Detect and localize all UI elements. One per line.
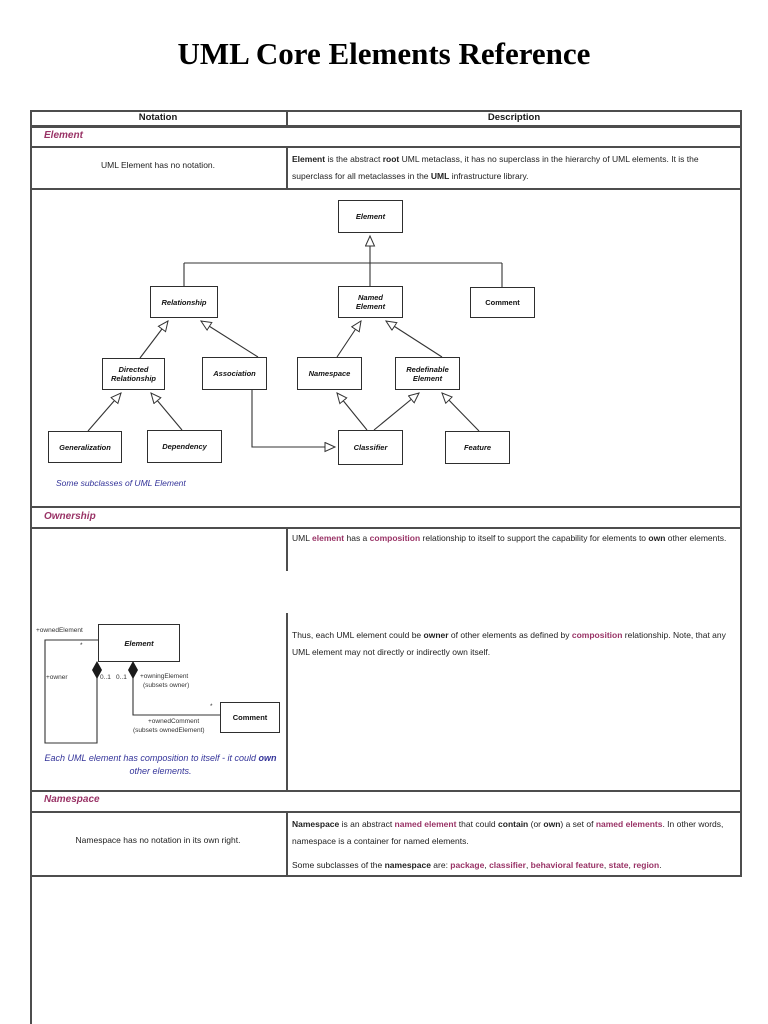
column-divider-ownership-text — [286, 527, 288, 571]
label-mult-owning: 0..1 — [116, 674, 127, 681]
label-star-owned: * — [80, 642, 83, 649]
column-divider-header — [286, 110, 288, 127]
hierarchy-diagram-caption: Some subclasses of UML Element — [56, 478, 186, 488]
element-hierarchy-diagram: Element Relationship Named Element Comme… — [30, 190, 742, 507]
uml-box-directed-relationship: Directed Relationship — [102, 358, 165, 390]
uml-box-association: Association — [202, 357, 267, 390]
ownership-section-border — [30, 527, 742, 529]
namespace-top-border — [30, 790, 742, 792]
uml-box-element: Element — [338, 200, 403, 233]
ownership-box-element: Element — [98, 624, 180, 662]
section-header-element: Element — [44, 130, 83, 141]
namespace-notation-cell: Namespace has no notation in its own rig… — [75, 835, 241, 845]
element-notation-cell: UML Element has no notation. — [100, 160, 216, 170]
element-description-cell: Element is the abstract root UML metacla… — [292, 154, 699, 181]
composition-diagram-caption: Each UML element has composition to itse… — [44, 753, 277, 776]
uml-box-generalization: Generalization — [48, 431, 122, 463]
namespace-subclasses-paragraph: Some subclasses of the namespace are: pa… — [292, 860, 662, 870]
column-header-description: Description — [487, 112, 541, 123]
hierarchy-diagram-connectors — [87, 190, 503, 490]
uml-box-redefinable-element: Redefinable Element — [395, 357, 460, 390]
section-header-namespace: Namespace — [44, 794, 100, 805]
uml-box-dependency: Dependency — [147, 430, 222, 463]
header-row-border — [30, 125, 742, 128]
diagram-row-border — [30, 506, 742, 508]
label-owner: +owner — [46, 674, 68, 681]
page-title: UML Core Elements Reference — [177, 36, 591, 71]
uml-box-named-element: Named Element — [338, 286, 403, 318]
uml-box-classifier: Classifier — [338, 430, 403, 465]
element-section-border — [30, 146, 742, 148]
label-owning-element: +owningElement — [140, 673, 189, 680]
uml-box-feature: Feature — [445, 431, 510, 464]
uml-box-comment: Comment — [470, 287, 535, 318]
column-divider-namespace-row — [286, 811, 288, 875]
composition-diagram-connectors — [44, 639, 220, 744]
column-header-notation: Notation — [138, 112, 178, 123]
ownership-box-comment: Comment — [220, 702, 280, 733]
ownership-description-cell: UML element has a composition relationsh… — [292, 533, 727, 543]
label-owned-comment: +ownedComment — [148, 718, 200, 725]
uml-box-namespace: Namespace — [297, 357, 362, 390]
label-subsets-owner: (subsets owner) — [143, 682, 190, 689]
table-border-top — [30, 110, 742, 112]
namespace-description-paragraph: Namespace is an abstract named element t… — [292, 819, 724, 846]
column-divider-element-row — [286, 146, 288, 188]
namespace-description-cell: Namespace is an abstract named element t… — [292, 816, 736, 881]
namespace-row-border — [30, 875, 742, 877]
ownership-description2-cell: Thus, each UML element could be owner of… — [292, 630, 726, 657]
label-star-comment: * — [210, 703, 213, 710]
column-divider-ownership-diagram — [286, 613, 288, 790]
label-owned-element: +ownedElement — [36, 627, 83, 634]
table-border-right — [740, 110, 742, 877]
table-border-left — [30, 110, 32, 1024]
label-mult-owner: 0..1 — [100, 674, 111, 681]
uml-box-relationship: Relationship — [150, 286, 218, 318]
namespace-section-border — [30, 811, 742, 813]
element-row-border — [30, 188, 742, 190]
ownership-composition-diagram: Element Comment +ownedElement * +owner 0… — [30, 615, 287, 793]
label-subsets-owned-element: (subsets ownedElement) — [133, 727, 205, 734]
section-header-ownership: Ownership — [44, 511, 96, 522]
